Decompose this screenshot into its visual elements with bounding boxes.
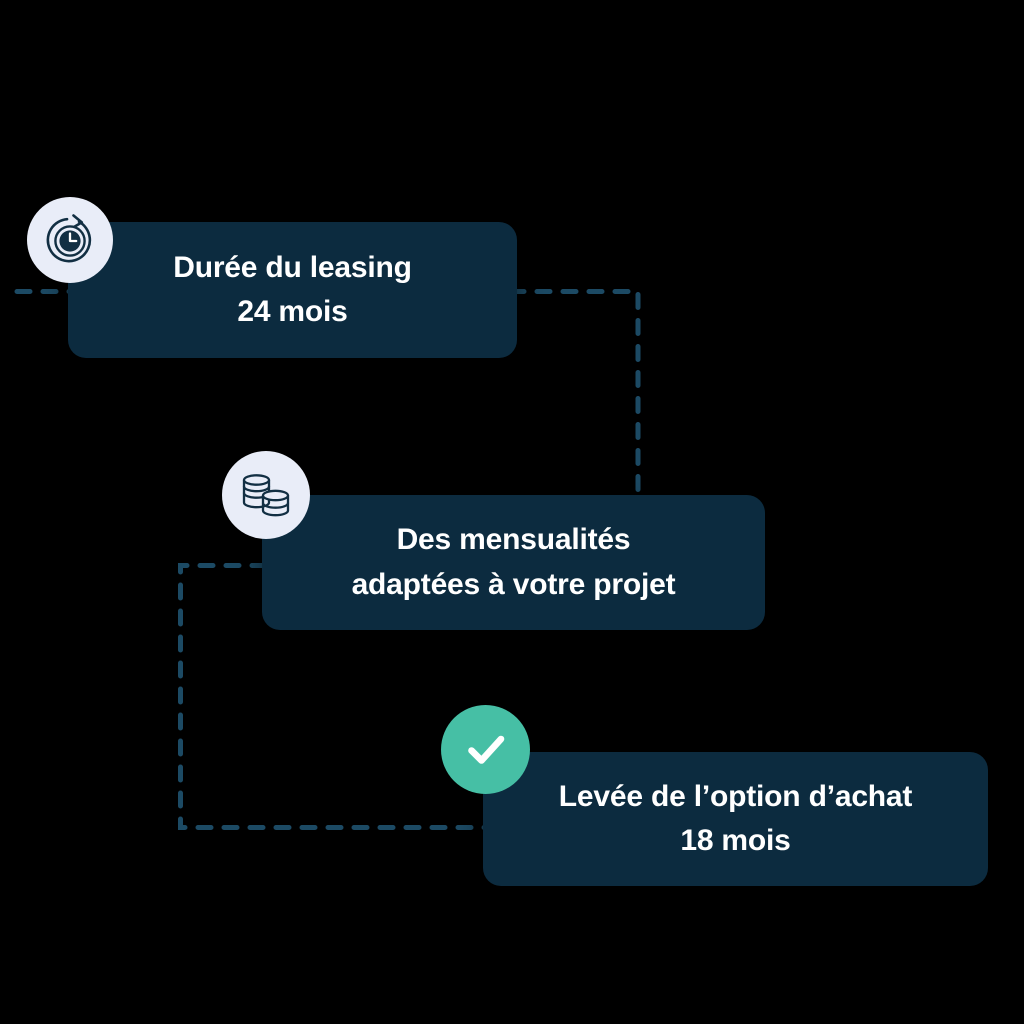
clock-refresh-icon <box>27 197 113 283</box>
step-card-label: Durée du leasing 24 mois <box>173 250 412 328</box>
step-card-mensualites-adaptees[interactable]: Des mensualités adaptées à votre projet <box>262 495 765 630</box>
step-card-label: Des mensualités adaptées à votre projet <box>351 523 676 601</box>
step-card-duree-du-leasing[interactable]: Durée du leasing 24 mois <box>68 222 517 358</box>
check-circle-icon <box>441 705 530 794</box>
coins-stack-glyph <box>242 474 290 517</box>
step-card-label: Levée de l’option d’achat 18 mois <box>558 779 913 857</box>
clock-refresh-glyph <box>46 214 92 263</box>
step-card-levee-option-achat[interactable]: Levée de l’option d’achat 18 mois <box>483 752 988 886</box>
check-glyph <box>467 735 504 764</box>
coins-stack-icon <box>222 451 310 539</box>
